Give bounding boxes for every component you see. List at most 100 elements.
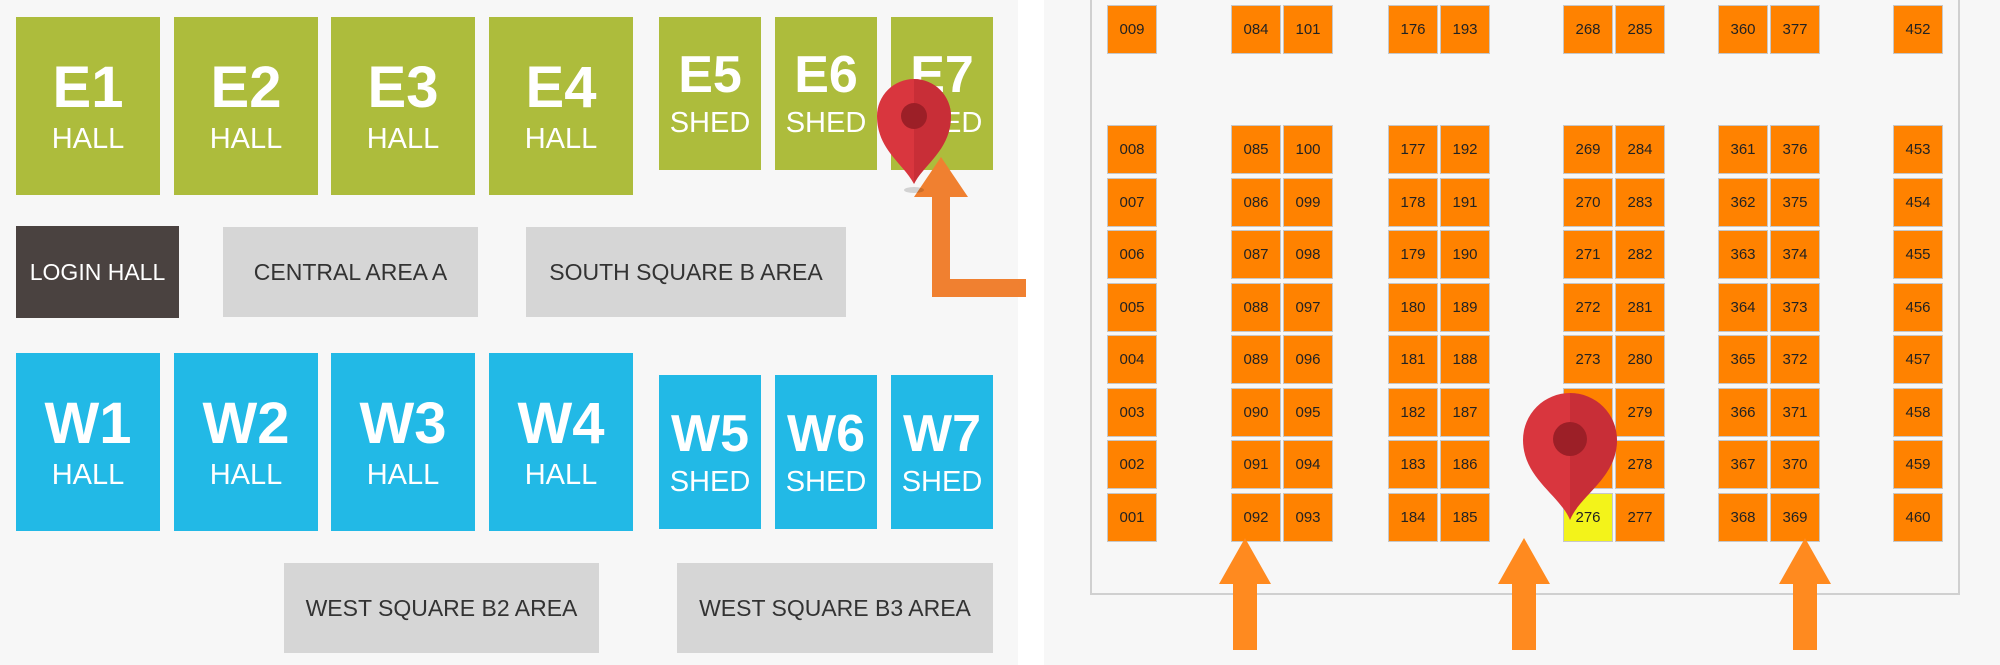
booth-190[interactable]: 190 (1440, 230, 1490, 279)
booth-177[interactable]: 177 (1388, 125, 1438, 174)
booth-272[interactable]: 272 (1563, 283, 1613, 332)
booth-099[interactable]: 099 (1283, 178, 1333, 227)
booth-362[interactable]: 362 (1718, 178, 1768, 227)
booth-006[interactable]: 006 (1107, 230, 1157, 279)
booth-180[interactable]: 180 (1388, 283, 1438, 332)
booth-007[interactable]: 007 (1107, 178, 1157, 227)
shed-w7[interactable]: W7 SHED (891, 375, 993, 529)
booth-364[interactable]: 364 (1718, 283, 1768, 332)
booth-268[interactable]: 268 (1563, 5, 1613, 54)
booth-184[interactable]: 184 (1388, 493, 1438, 542)
booth-185[interactable]: 185 (1440, 493, 1490, 542)
booth-456[interactable]: 456 (1893, 283, 1943, 332)
booth-279[interactable]: 279 (1615, 388, 1665, 437)
booth-459[interactable]: 459 (1893, 440, 1943, 489)
west-square-b2-area[interactable]: WEST SQUARE B2 AREA (284, 563, 599, 653)
booth-178[interactable]: 178 (1388, 178, 1438, 227)
booth-093[interactable]: 093 (1283, 493, 1333, 542)
booth-377[interactable]: 377 (1770, 5, 1820, 54)
booth-188[interactable]: 188 (1440, 335, 1490, 384)
booth-096[interactable]: 096 (1283, 335, 1333, 384)
booth-372[interactable]: 372 (1770, 335, 1820, 384)
booth-361[interactable]: 361 (1718, 125, 1768, 174)
shed-w5[interactable]: W5 SHED (659, 375, 761, 529)
booth-460[interactable]: 460 (1893, 493, 1943, 542)
shed-w6[interactable]: W6 SHED (775, 375, 877, 529)
booth-280[interactable]: 280 (1615, 335, 1665, 384)
hall-e3[interactable]: E3 HALL (331, 17, 475, 195)
booth-365[interactable]: 365 (1718, 335, 1768, 384)
hall-e2[interactable]: E2 HALL (174, 17, 318, 195)
booth-271[interactable]: 271 (1563, 230, 1613, 279)
booth-003[interactable]: 003 (1107, 388, 1157, 437)
booth-094[interactable]: 094 (1283, 440, 1333, 489)
booth-186[interactable]: 186 (1440, 440, 1490, 489)
booth-008[interactable]: 008 (1107, 125, 1157, 174)
hall-w1[interactable]: W1 HALL (16, 353, 160, 531)
login-hall[interactable]: LOGIN HALL (16, 226, 179, 318)
booth-002[interactable]: 002 (1107, 440, 1157, 489)
booth-091[interactable]: 091 (1231, 440, 1281, 489)
booth-098[interactable]: 098 (1283, 230, 1333, 279)
booth-086[interactable]: 086 (1231, 178, 1281, 227)
booth-363[interactable]: 363 (1718, 230, 1768, 279)
booth-453[interactable]: 453 (1893, 125, 1943, 174)
booth-004[interactable]: 004 (1107, 335, 1157, 384)
booth-270[interactable]: 270 (1563, 178, 1613, 227)
booth-454[interactable]: 454 (1893, 178, 1943, 227)
booth-087[interactable]: 087 (1231, 230, 1281, 279)
booth-281[interactable]: 281 (1615, 283, 1665, 332)
booth-100[interactable]: 100 (1283, 125, 1333, 174)
booth-192[interactable]: 192 (1440, 125, 1490, 174)
booth-269[interactable]: 269 (1563, 125, 1613, 174)
booth-090[interactable]: 090 (1231, 388, 1281, 437)
booth-277[interactable]: 277 (1615, 493, 1665, 542)
booth-370[interactable]: 370 (1770, 440, 1820, 489)
booth-179[interactable]: 179 (1388, 230, 1438, 279)
booth-189[interactable]: 189 (1440, 283, 1490, 332)
booth-455[interactable]: 455 (1893, 230, 1943, 279)
booth-458[interactable]: 458 (1893, 388, 1943, 437)
booth-095[interactable]: 095 (1283, 388, 1333, 437)
booth-368[interactable]: 368 (1718, 493, 1768, 542)
booth-284[interactable]: 284 (1615, 125, 1665, 174)
booth-371[interactable]: 371 (1770, 388, 1820, 437)
booth-366[interactable]: 366 (1718, 388, 1768, 437)
booth-085[interactable]: 085 (1231, 125, 1281, 174)
booth-369[interactable]: 369 (1770, 493, 1820, 542)
booth-009[interactable]: 009 (1107, 5, 1157, 54)
booth-283[interactable]: 283 (1615, 178, 1665, 227)
hall-e4[interactable]: E4 HALL (489, 17, 633, 195)
booth-367[interactable]: 367 (1718, 440, 1768, 489)
booth-182[interactable]: 182 (1388, 388, 1438, 437)
booth-360[interactable]: 360 (1718, 5, 1768, 54)
booth-176[interactable]: 176 (1388, 5, 1438, 54)
central-area-a[interactable]: CENTRAL AREA A (223, 227, 478, 317)
booth-097[interactable]: 097 (1283, 283, 1333, 332)
booth-278[interactable]: 278 (1615, 440, 1665, 489)
booth-005[interactable]: 005 (1107, 283, 1157, 332)
booth-282[interactable]: 282 (1615, 230, 1665, 279)
booth-183[interactable]: 183 (1388, 440, 1438, 489)
booth-187[interactable]: 187 (1440, 388, 1490, 437)
booth-373[interactable]: 373 (1770, 283, 1820, 332)
shed-e5[interactable]: E5 SHED (659, 17, 761, 170)
booth-193[interactable]: 193 (1440, 5, 1490, 54)
hall-w2[interactable]: W2 HALL (174, 353, 318, 531)
booth-285[interactable]: 285 (1615, 5, 1665, 54)
booth-457[interactable]: 457 (1893, 335, 1943, 384)
booth-089[interactable]: 089 (1231, 335, 1281, 384)
booth-452[interactable]: 452 (1893, 5, 1943, 54)
booth-101[interactable]: 101 (1283, 5, 1333, 54)
south-square-b-area[interactable]: SOUTH SQUARE B AREA (526, 227, 846, 317)
booth-001[interactable]: 001 (1107, 493, 1157, 542)
hall-w4[interactable]: W4 HALL (489, 353, 633, 531)
west-square-b3-area[interactable]: WEST SQUARE B3 AREA (677, 563, 993, 653)
booth-191[interactable]: 191 (1440, 178, 1490, 227)
booth-084[interactable]: 084 (1231, 5, 1281, 54)
booth-375[interactable]: 375 (1770, 178, 1820, 227)
hall-e1[interactable]: E1 HALL (16, 17, 160, 195)
booth-092[interactable]: 092 (1231, 493, 1281, 542)
hall-w3[interactable]: W3 HALL (331, 353, 475, 531)
booth-374[interactable]: 374 (1770, 230, 1820, 279)
